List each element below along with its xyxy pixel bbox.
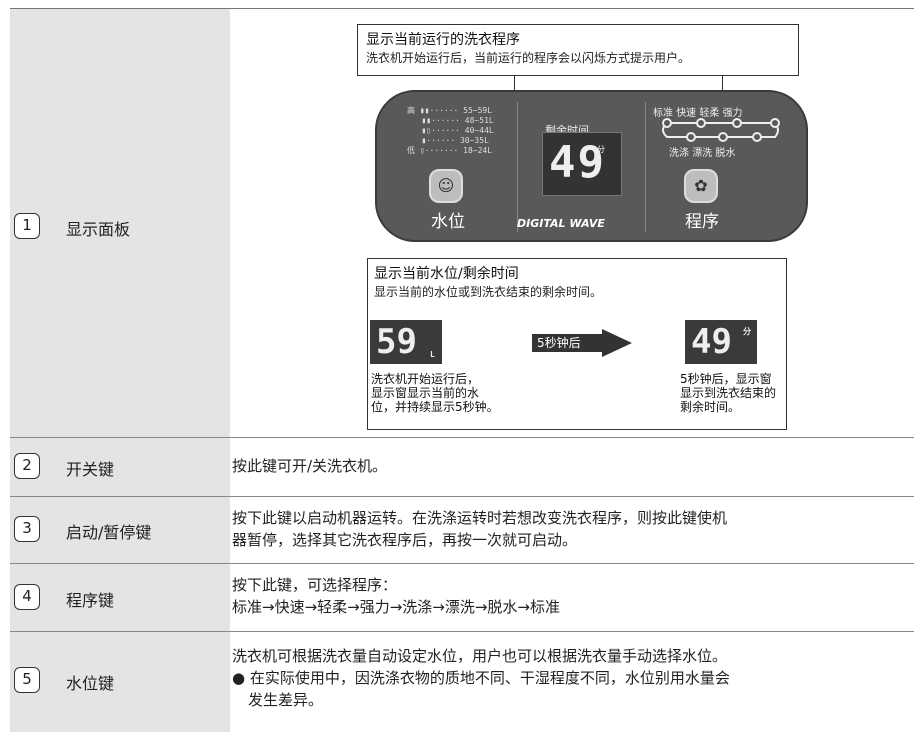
row-name-3: 启动/暂停键	[66, 523, 152, 542]
level-time-text: 显示当前的水位或到洗衣结束的剩余时间。	[374, 285, 603, 299]
display-digits: 49	[549, 137, 606, 188]
row-desc-4: 按下此键，可选择程序：标准→快速→轻柔→强力→洗涤→漂洗→脱水→标准	[232, 576, 560, 616]
row-separator-4	[10, 631, 914, 632]
label-column	[10, 9, 230, 732]
program-list-bottom: 洗涤 漂洗 脱水	[669, 148, 736, 159]
level-display: 59 L	[370, 320, 442, 364]
row-number-1: 1	[14, 213, 40, 239]
row-name-4: 程序键	[66, 591, 115, 610]
remain-desc: 5秒钟后，显示窗显示到洗衣结束的剩余时间。	[680, 372, 777, 414]
row-desc-3: 按下此键以启动机器运转。在洗涤运转时若想改变洗衣程序，则按此键使机器暂停，选择其…	[232, 509, 728, 549]
remain-display: 49 分	[685, 320, 757, 364]
level-time-title: 显示当前水位/剩余时间	[374, 266, 519, 282]
remain-display-digits: 49	[691, 322, 732, 362]
program-button[interactable]: ✿	[684, 169, 718, 203]
program-label: 程序	[685, 212, 719, 232]
top-rule	[10, 8, 914, 9]
minute-unit: 分	[597, 145, 605, 154]
program-callout-text: 洗衣机开始运行后，当前运行的程序会以闪烁方式提示用户。	[366, 51, 691, 65]
water-level-button[interactable]: ☺	[429, 169, 463, 203]
arrow-icon	[532, 329, 632, 357]
brand-label: DIGITAL WAVE	[517, 217, 605, 230]
row-name-1: 显示面板	[66, 220, 131, 239]
row-name-2: 开关键	[66, 460, 115, 479]
arrow-text: 5秒钟后	[537, 336, 581, 350]
row-separator-2	[10, 496, 914, 497]
level-unit: L	[430, 350, 435, 359]
panel-divider-2	[645, 102, 646, 232]
row-number-5: 5	[14, 667, 40, 693]
water-level-label: 水位	[431, 212, 465, 232]
row-separator-3	[10, 563, 914, 564]
row-number-3: 3	[14, 516, 40, 542]
panel-divider-1	[517, 102, 518, 232]
program-indicator-lights	[662, 118, 780, 142]
row-desc-2: 按此键可开/关洗衣机。	[232, 457, 388, 475]
remain-unit: 分	[743, 327, 751, 336]
program-callout-title: 显示当前运行的洗衣程序	[366, 32, 520, 48]
row-number-2: 2	[14, 453, 40, 479]
row-name-5: 水位键	[66, 674, 115, 693]
row-number-4: 4	[14, 584, 40, 610]
program-callout: 显示当前运行的洗衣程序 洗衣机开始运行后，当前运行的程序会以闪烁方式提示用户。	[357, 24, 799, 76]
time-display: 49	[542, 132, 622, 196]
water-level-list: 高 ▮▮······ 55~59L ▮▮······ 48~51L ▮▯····…	[407, 106, 494, 155]
level-desc: 洗衣机开始运行后，显示窗显示当前的水位，并持续显示5秒钟。	[371, 372, 499, 414]
shirt-icon: ✿	[694, 176, 708, 195]
display-panel: 高 ▮▮······ 55~59L ▮▮······ 48~51L ▮▯····…	[375, 90, 808, 242]
level-display-digits: 59	[376, 322, 417, 362]
program-list-top: 标准 快速 轻柔 强力	[653, 108, 743, 119]
row-separator-1	[10, 437, 914, 438]
bucket-icon: ☺	[437, 176, 455, 195]
row-desc-5: 洗衣机可根据洗衣量自动设定水位，用户也可以根据洗衣量手动选择水位。 ● 在实际使…	[232, 647, 730, 709]
